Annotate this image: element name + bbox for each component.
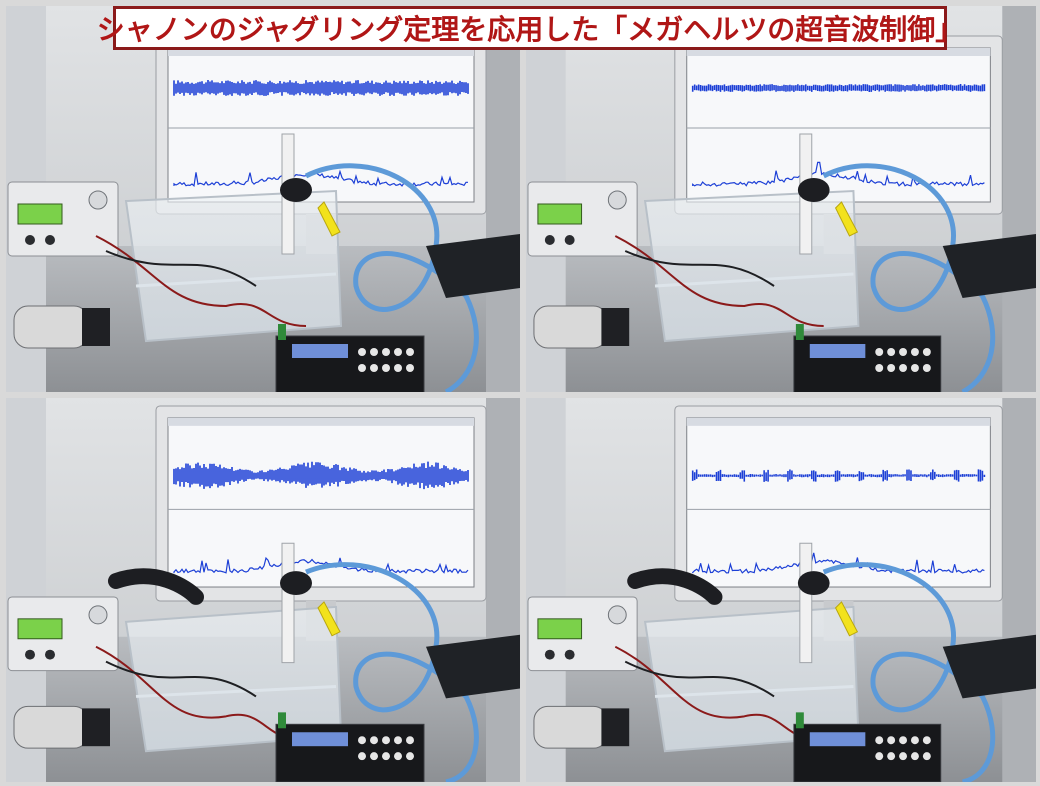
photo-bottom-right [526, 398, 1036, 782]
photo-top-left [6, 6, 520, 392]
title-banner: シャノンのジャグリング定理を応用した「メガヘルツの超音波制御」 [97, 6, 963, 50]
photo-scene [526, 398, 1036, 782]
photo-scene [526, 6, 1036, 392]
photo-top-right [526, 6, 1036, 392]
photo-scene [6, 398, 520, 782]
photo-scene [6, 6, 520, 392]
photo-bottom-left [6, 398, 520, 782]
title-text: シャノンのジャグリング定理を応用した「メガヘルツの超音波制御」 [96, 13, 964, 46]
